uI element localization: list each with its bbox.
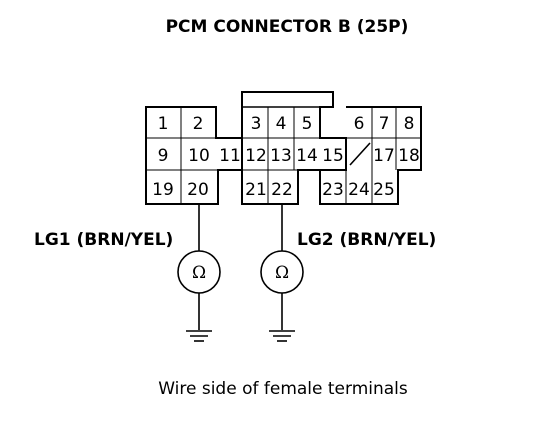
ohmmeter-2 bbox=[260, 204, 304, 342]
pin-label: 13 bbox=[270, 146, 292, 166]
diagram-caption: Wire side of female terminals bbox=[158, 379, 408, 399]
pin-label: 22 bbox=[271, 180, 293, 200]
pin-label: 24 bbox=[348, 180, 370, 200]
pin-label: 23 bbox=[322, 180, 344, 200]
pin-label: 20 bbox=[187, 180, 209, 200]
pin-label: 2 bbox=[193, 114, 204, 134]
pin-label: 21 bbox=[245, 180, 267, 200]
ohmmeter-1 bbox=[177, 204, 221, 342]
pin-label: 6 bbox=[354, 114, 365, 134]
ohm-icon: Ω bbox=[275, 263, 289, 283]
ground-icon bbox=[269, 330, 295, 342]
cell-dividers bbox=[146, 107, 421, 204]
pin-labels: 1 2 3 4 5 6 7 8 9 10 11 12 13 14 15 17 1… bbox=[152, 114, 420, 200]
pin-label: 19 bbox=[152, 180, 174, 200]
pin-label: 14 bbox=[296, 146, 318, 166]
pin-label: 11 bbox=[219, 146, 241, 166]
ohm-icon: Ω bbox=[192, 263, 206, 283]
pin-label: 3 bbox=[251, 114, 262, 134]
pin-label: 8 bbox=[404, 114, 415, 134]
right-block-outline bbox=[319, 106, 422, 205]
pin-label: 17 bbox=[373, 146, 395, 166]
pin-label: 12 bbox=[245, 146, 267, 166]
pin-label: 1 bbox=[158, 114, 169, 134]
pin-label: 4 bbox=[276, 114, 287, 134]
meter-2-label: LG2 (BRN/YEL) bbox=[297, 230, 436, 250]
pin-label: 5 bbox=[302, 114, 313, 134]
ground-icon bbox=[186, 330, 212, 342]
diagram-title: PCM CONNECTOR B (25P) bbox=[166, 17, 409, 37]
pin-label: 18 bbox=[398, 146, 420, 166]
pin-label: 25 bbox=[373, 180, 395, 200]
pin-label: 10 bbox=[188, 146, 210, 166]
pin-label: 7 bbox=[379, 114, 390, 134]
meter-1-label: LG1 (BRN/YEL) bbox=[34, 230, 173, 250]
pin-label: 9 bbox=[158, 146, 169, 166]
blank-cavity-slash bbox=[349, 142, 371, 166]
pin-label: 15 bbox=[322, 146, 344, 166]
